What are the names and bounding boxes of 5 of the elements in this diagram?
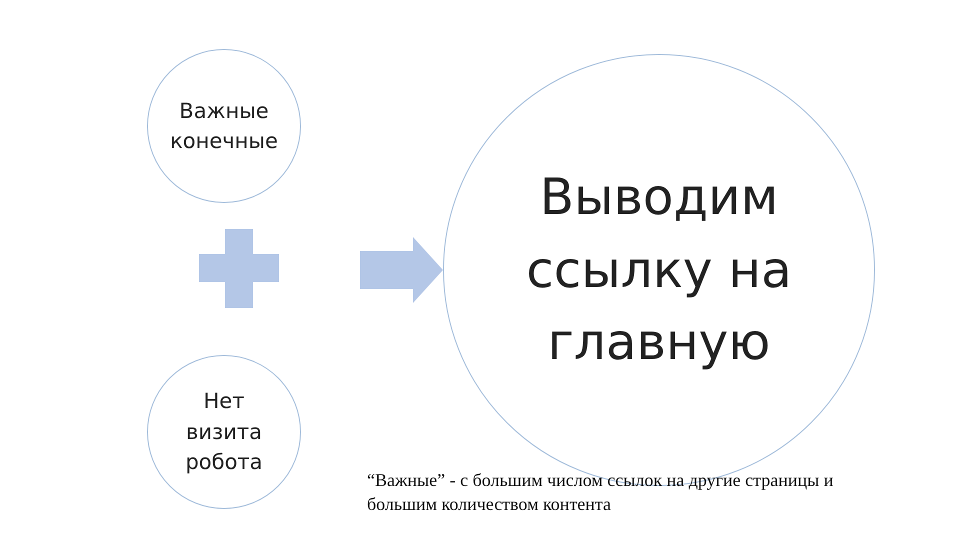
block-arrow [360, 237, 443, 303]
node-text: Важные конечные [169, 98, 279, 155]
node-text: Нет визита робота [184, 388, 264, 476]
node-text: Выводим ссылку на главную [525, 167, 793, 374]
footnote-text: “Важные” - с большим числом ссылок на другие страницы и большим количеством контента [367, 469, 834, 516]
